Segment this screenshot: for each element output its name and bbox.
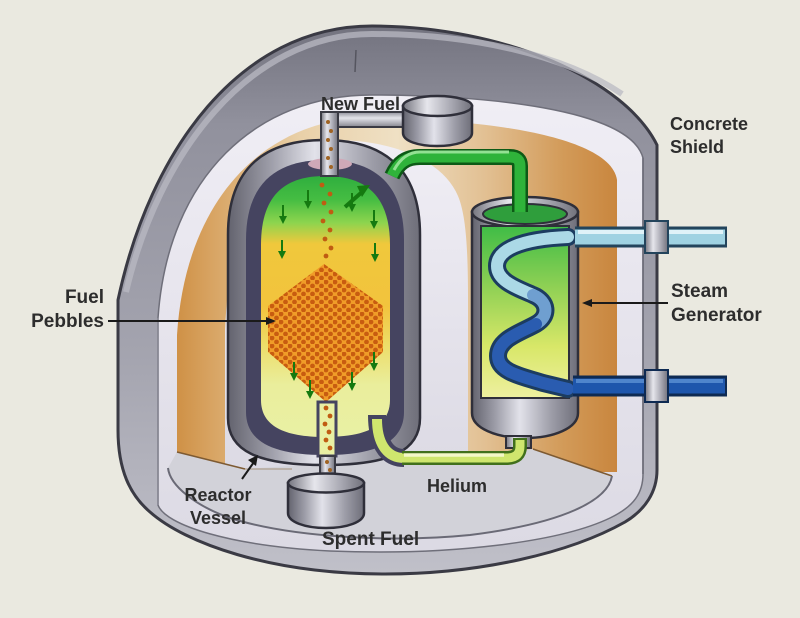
spent-fuel-assembly: [286, 455, 366, 530]
label-fuel-pebbles: Fuel Pebbles: [31, 287, 104, 332]
new-fuel-container: [401, 94, 474, 148]
gas-flow-arrows: [278, 185, 379, 399]
water-pipe-coupling: [644, 369, 669, 403]
leader-arrows: [108, 299, 668, 480]
dome-seam-line: [354, 49, 357, 73]
label-new-fuel: New Fuel: [320, 94, 400, 114]
steam-coil: [487, 228, 577, 398]
label-helium: Helium: [427, 476, 488, 496]
reactor-vessel-arrow: [241, 461, 255, 480]
helium-return-pipe: [368, 414, 527, 467]
label-steam-generator: Steam Generator: [671, 281, 762, 326]
new-fuel-assembly: [308, 94, 474, 177]
label-concrete-shield: Concrete Shield: [670, 114, 749, 157]
label-reactor-vessel: Reactor Vessel: [184, 485, 252, 528]
spent-fuel-container: [286, 472, 366, 530]
reactor-vessel-graphic: [226, 138, 422, 467]
helium-hot-pipe: [384, 149, 528, 212]
label-spent-fuel: Spent Fuel: [322, 529, 420, 550]
new-fuel-pebble-dots: [326, 120, 333, 169]
fuel-pebble-bed: [268, 264, 383, 402]
pebble-feed-column: [319, 182, 334, 451]
steam-pipe: [575, 220, 727, 254]
steam-pipe-coupling: [644, 220, 669, 254]
water-pipe: [573, 369, 727, 403]
steam-generator-graphic: [470, 195, 580, 449]
